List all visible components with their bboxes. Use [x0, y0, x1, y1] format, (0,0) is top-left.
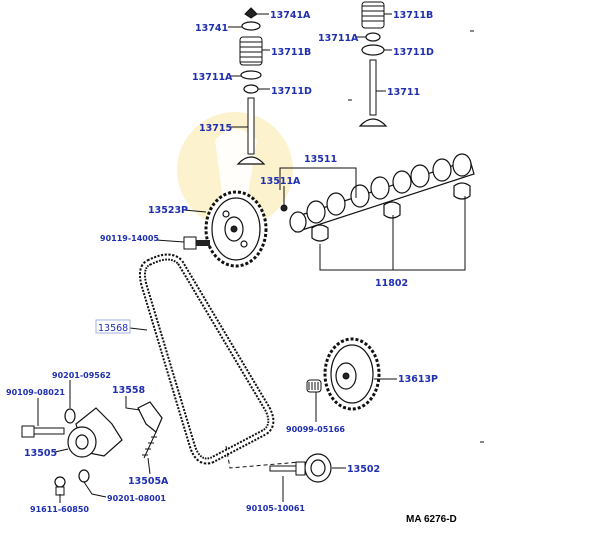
label-13558[interactable]: 13558 [112, 385, 145, 396]
label-13568[interactable]: 13568 [98, 323, 128, 334]
tensioner-bolt-90109-08021[interactable] [21, 425, 65, 438]
label-13505[interactable]: 13505 [24, 448, 57, 459]
stud-91611-60850[interactable] [54, 476, 66, 496]
stray-marks [348, 30, 484, 443]
label-90109-08021[interactable]: 90109-08021 [6, 388, 65, 397]
valve-seal-13711D-right[interactable] [361, 44, 385, 56]
label-13715[interactable]: 13715 [199, 123, 232, 134]
camshaft-timing-pulley-13523P[interactable] [204, 190, 268, 268]
label-13741A[interactable]: 13741A [270, 10, 311, 21]
intake-valve-13711[interactable] [358, 59, 388, 127]
label-90201-09562[interactable]: 90201-09562 [52, 371, 111, 380]
label-13711B-left[interactable]: 13711B [271, 47, 311, 58]
label-13568-highlight [95, 319, 131, 334]
label-13711A-left[interactable]: 13711A [192, 72, 233, 83]
label-13511[interactable]: 13511 [304, 154, 337, 165]
label-13505A[interactable]: 13505A [128, 476, 169, 487]
leader-lines [37, 13, 466, 503]
pulley-bolt-90119-14005[interactable] [183, 236, 210, 250]
label-90119-14005[interactable]: 90119-14005 [100, 234, 159, 243]
knock-pin-13511A[interactable] [280, 204, 288, 212]
idler-pulley-13502[interactable] [304, 453, 332, 483]
label-13613P[interactable]: 13613P [398, 374, 438, 385]
label-13511A[interactable]: 13511A [260, 176, 301, 187]
label-91611-60850[interactable]: 91611-60850 [30, 505, 89, 514]
valve-spring-13711B-left[interactable] [239, 36, 263, 66]
camshaft-bearings-11802[interactable] [311, 182, 471, 242]
label-13711D-left[interactable]: 13711D [271, 86, 312, 97]
camshaft-13511[interactable] [289, 153, 475, 233]
label-90099-05166[interactable]: 90099-05166 [286, 425, 345, 434]
label-90201-08001[interactable]: 90201-08001 [107, 494, 166, 503]
plug-90099-05166[interactable] [306, 379, 322, 393]
washer-90201-09562[interactable] [64, 408, 76, 424]
valve-keeper-13741A[interactable] [244, 7, 258, 19]
label-13523P[interactable]: 13523P [148, 205, 188, 216]
crankshaft-timing-pulley-13613P[interactable] [323, 337, 381, 411]
part-labels: 13741A 13741 13711B 13711A 13711D 13715 … [6, 10, 457, 525]
bracket-13558[interactable] [137, 401, 163, 433]
label-13711B-right[interactable]: 13711B [393, 10, 433, 21]
left-valve-stack [236, 7, 266, 165]
diagram-reference-code: MA 6276-D [406, 514, 457, 525]
label-11802[interactable]: 11802 [375, 278, 408, 289]
watermark-logo [177, 112, 293, 228]
timing-belt-13568[interactable] [139, 253, 275, 465]
tensioner-13505[interactable] [67, 407, 123, 458]
spring-seat-13711A-right[interactable] [365, 32, 381, 42]
idler-bolt-90105-10061[interactable] [269, 461, 306, 476]
label-90105-10061[interactable]: 90105-10061 [246, 504, 305, 513]
tensioner-spring-13505A[interactable] [142, 431, 157, 459]
valve-seal-13711D-left[interactable] [243, 84, 259, 94]
exhaust-valve-13715[interactable] [236, 97, 266, 165]
label-13711D-right[interactable]: 13711D [393, 47, 434, 58]
washer-90201-08001[interactable] [78, 469, 90, 483]
label-13711A-right[interactable]: 13711A [318, 33, 359, 44]
label-13502[interactable]: 13502 [347, 464, 380, 475]
spring-retainer-13741[interactable] [241, 21, 261, 31]
label-13741[interactable]: 13741 [195, 23, 228, 34]
spring-seat-13711A-left[interactable] [240, 70, 262, 80]
right-valve-stack [358, 1, 388, 127]
valve-spring-13711B-right[interactable] [361, 1, 385, 29]
label-13711[interactable]: 13711 [387, 87, 420, 98]
